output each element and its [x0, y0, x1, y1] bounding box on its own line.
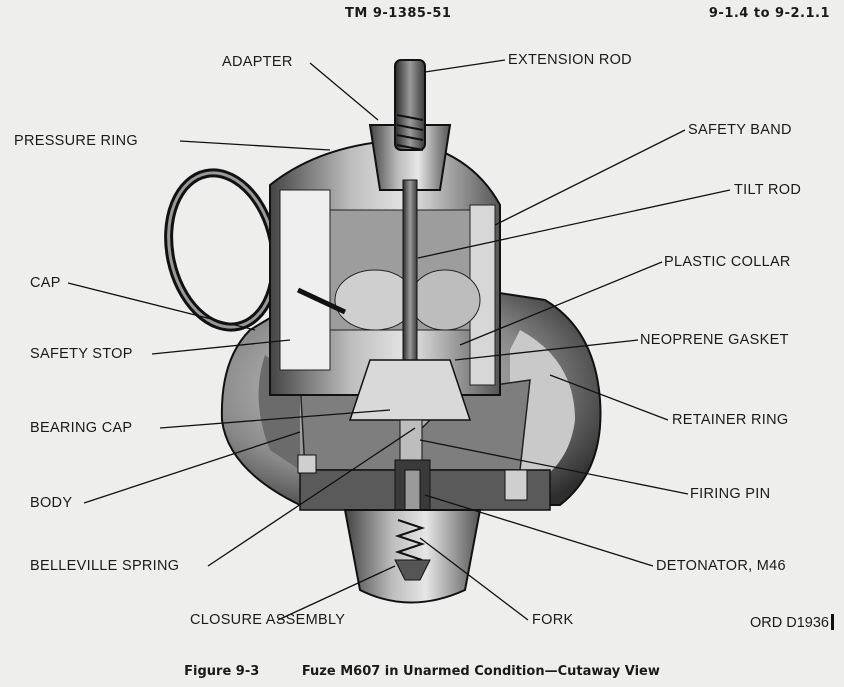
drawing-code-bar [831, 614, 834, 630]
label-plastic-collar: PLASTIC COLLAR [664, 254, 791, 270]
label-firing-pin: FIRING PIN [690, 486, 771, 502]
tilt-rod [402, 179, 418, 381]
label-safety-stop: SAFETY STOP [30, 346, 133, 362]
label-pressure-ring: PRESSURE RING [14, 133, 138, 149]
figure-number: Figure 9-3 [184, 664, 260, 679]
leader-lines [67, 59, 731, 621]
label-neoprene-gasket: NEOPRENE GASKET [640, 332, 789, 348]
fuze-cap [269, 138, 501, 396]
closure-assembly [343, 509, 482, 604]
label-belleville-spring: BELLEVILLE SPRING [30, 558, 180, 574]
drawing-code: ORD D1936 [750, 614, 834, 631]
label-tilt-rod: TILT ROD [734, 182, 802, 198]
label-detonator: DETONATOR, M46 [656, 558, 786, 574]
label-bearing-cap: BEARING CAP [30, 420, 133, 436]
label-retainer-ring: RETAINER RING [672, 412, 789, 428]
drawing-code-text: ORD D1936 [750, 615, 829, 631]
label-safety-band: SAFETY BAND [688, 122, 792, 138]
safety-band-ring [164, 168, 280, 332]
label-extension-rod: EXTENSION ROD [508, 52, 632, 68]
label-closure-assembly: CLOSURE ASSEMBLY [190, 612, 346, 628]
header-doc-number: TM 9-1385-51 [345, 6, 452, 21]
label-body: BODY [30, 495, 73, 511]
figure-title: Fuze M607 in Unarmed Condition—Cutaway V… [301, 664, 660, 679]
label-cap: CAP [30, 275, 61, 291]
label-fork: FORK [532, 612, 574, 628]
header-page-range: 9-1.4 to 9-2.1.1 [708, 6, 830, 21]
label-adapter: ADAPTER [222, 54, 293, 70]
adapter [368, 59, 452, 191]
figure-caption: Figure 9-3 Fuze M607 in Unarmed Conditio… [0, 664, 844, 679]
